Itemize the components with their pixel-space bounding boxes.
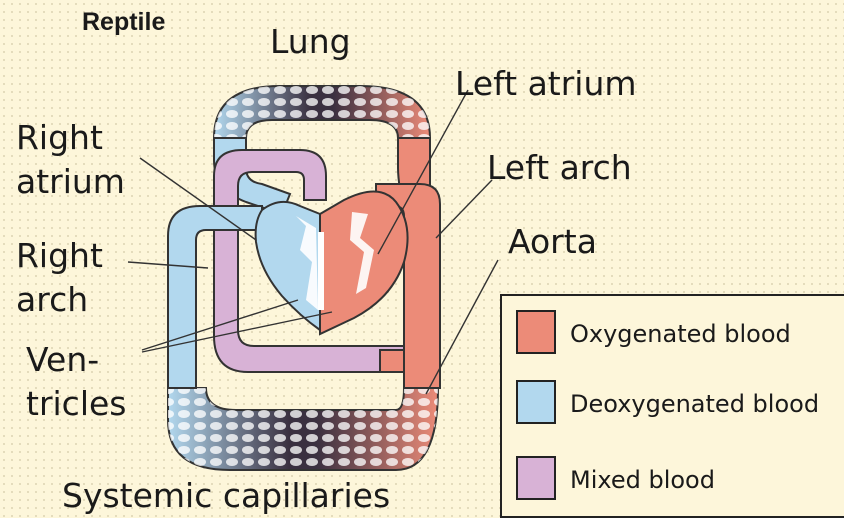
legend-label-mixed: Mixed blood xyxy=(570,466,715,494)
legend-label-deoxygenated: Deoxygenated blood xyxy=(570,390,819,418)
label-right-arch-line1: Right xyxy=(16,236,103,276)
legend-swatch-deoxygenated xyxy=(516,380,556,424)
label-ventricles-line2: tricles xyxy=(26,384,126,424)
diagram-title: Reptile xyxy=(82,8,165,37)
systemic-capillaries-bed xyxy=(168,388,438,470)
label-right-arch-line2: arch xyxy=(16,280,88,320)
label-right-atrium-line1: Right xyxy=(16,118,103,158)
legend-swatch-mixed xyxy=(516,456,556,500)
label-ventricles-line1: Ven- xyxy=(26,340,99,380)
lung-capillaries xyxy=(214,86,430,138)
legend-label-oxygenated: Oxygenated blood xyxy=(570,320,791,348)
legend-swatch-oxygenated xyxy=(516,310,556,354)
label-aorta: Aorta xyxy=(508,222,597,262)
label-systemic-capillaries: Systemic capillaries xyxy=(62,476,390,516)
label-left-arch: Left arch xyxy=(487,148,632,188)
label-left-atrium: Left atrium xyxy=(455,64,637,104)
label-lung: Lung xyxy=(270,22,351,62)
legend: Oxygenated blood Deoxygenated blood Mixe… xyxy=(500,294,844,518)
label-right-atrium-line2: atrium xyxy=(16,162,125,202)
